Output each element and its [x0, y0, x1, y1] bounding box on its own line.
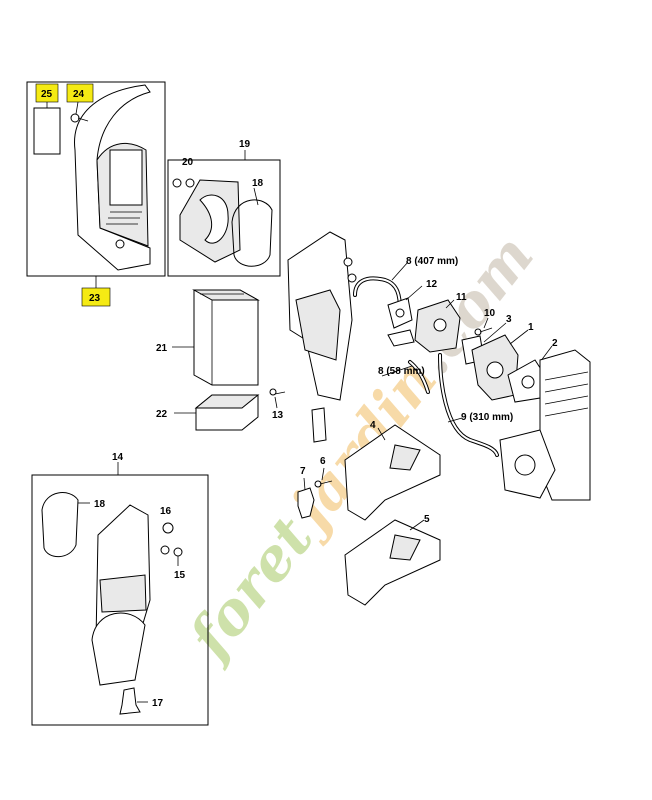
label-7: 7 [300, 466, 306, 477]
label-21: 21 [156, 343, 168, 354]
part-17-grommet [119, 687, 141, 715]
part-2-gasket [507, 359, 549, 403]
label-4: 4 [370, 420, 376, 431]
part-22-pre-filter [194, 394, 260, 431]
label-24: 24 [73, 89, 85, 100]
label-20: 20 [182, 157, 194, 168]
part-18-gasket-b [41, 492, 79, 558]
part-9-hose-310 [438, 353, 499, 457]
watermark-text-1: foret [173, 504, 326, 674]
label-25: 25 [41, 89, 53, 100]
part-5-bracket [344, 519, 441, 606]
part-23-filter-cover [74, 84, 151, 271]
label-18b: 18 [94, 499, 106, 510]
label-16: 16 [160, 506, 172, 517]
group-box-19 [167, 159, 281, 277]
label-8b: 8 (58 mm) [378, 366, 425, 377]
carburetor-housing [287, 231, 357, 443]
label-9: 9 (310 mm) [461, 412, 513, 423]
part-7-nozzle [297, 487, 315, 519]
part-4-bracket [344, 424, 441, 521]
label-1: 1 [528, 322, 534, 333]
part-24-screw [70, 113, 89, 123]
label-highlight-23 [81, 287, 111, 307]
part-19-carburetor-box [179, 179, 241, 263]
engine-cylinder [499, 349, 591, 501]
label-17: 17 [152, 698, 164, 709]
part-15-nut [160, 545, 183, 557]
label-highlight-24 [66, 83, 94, 103]
label-18a: 18 [252, 178, 264, 189]
group-box-14 [31, 474, 209, 726]
label-13: 13 [272, 410, 284, 421]
part-14-housing [91, 504, 151, 686]
label-5: 5 [424, 514, 430, 525]
part-11-carburetor [387, 299, 461, 353]
label-23: 23 [89, 293, 101, 304]
part-1-intake-manifold [471, 334, 519, 401]
label-12: 12 [426, 279, 438, 290]
label-11: 11 [456, 292, 467, 303]
part-6-screw [314, 480, 333, 488]
part-16-nut [162, 522, 174, 534]
label-22: 22 [156, 409, 168, 420]
label-8a: 8 (407 mm) [406, 256, 458, 267]
label-3: 3 [506, 314, 512, 325]
label-2: 2 [552, 338, 558, 349]
part-25-label-sticker [33, 107, 61, 155]
part-8-hose-407 [353, 276, 402, 312]
part-8-hose-58 [408, 360, 430, 394]
part-18-gasket [231, 199, 273, 267]
part-12-gasket [387, 297, 413, 329]
part-21-air-filter [192, 289, 260, 386]
label-14: 14 [112, 452, 124, 463]
label-19: 19 [239, 139, 251, 150]
part-10-screw [474, 327, 493, 336]
label-10: 10 [484, 308, 496, 319]
part-20-nut [172, 178, 195, 188]
label-15: 15 [174, 570, 186, 581]
label-6: 6 [320, 456, 326, 467]
part-13-screw [269, 388, 286, 396]
